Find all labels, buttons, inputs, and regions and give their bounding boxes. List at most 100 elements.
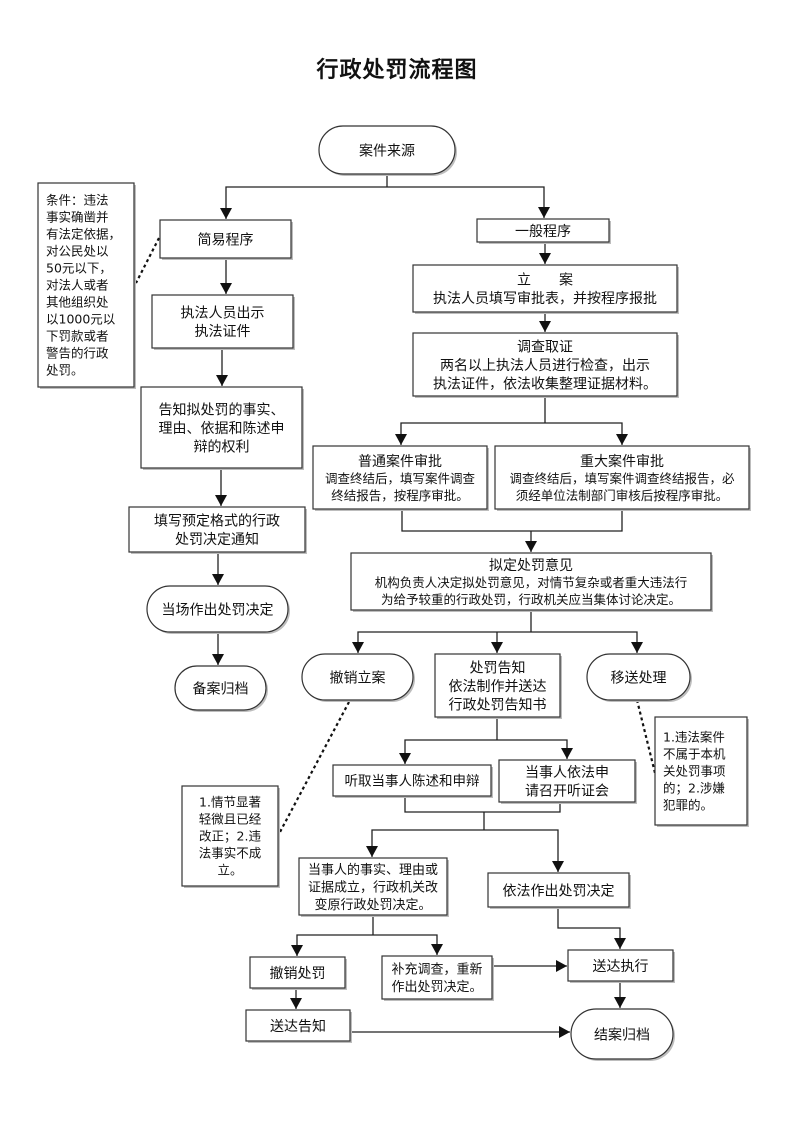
node-heading: 拟定处罚意见 [489,557,573,574]
note-line: 1.违法案件 [663,730,725,745]
node-heading: 当事人的事实、理由或 [308,862,438,878]
node-text: 简易程序 [198,231,254,248]
node-text: 备案归档 [193,680,249,697]
note-line: 轻微且已经 [199,812,262,827]
arrow-down-icon [220,283,232,294]
node-draft-opinion: 拟定处罚意见机构负责人决定拟处罚意见，对情节复杂或者重大违法行为给予较重的行政处… [350,552,713,612]
note-line: 对公民处以 [46,244,109,259]
connectors [135,174,657,1038]
arrow-down-icon [212,654,224,665]
node-text: 作出处罚决定。 [391,980,482,995]
arrow-down-icon [216,375,228,386]
process-box [159,219,292,259]
process-box [128,506,306,553]
process-box [249,956,346,989]
arrow-down-icon [291,945,303,956]
node-text: 当场作出处罚决定 [162,602,274,618]
node-heading: 普通案件审批 [358,453,442,470]
process-box [312,445,488,510]
arrow-down-icon [212,574,224,585]
node-text: 执法人员填写审批表，并按程序报批 [433,291,657,307]
process-box [567,949,674,982]
node-simple-procedure: 简易程序 [159,219,293,260]
node-heading: 重大案件审批 [580,453,664,470]
connector-line [557,907,621,949]
node-text: 辩的权利 [194,439,250,455]
connector-line [371,829,559,872]
node-heading: 当事人依法申 [525,765,609,781]
node-text: 执法证件 [195,324,251,340]
node-text: 撤销处罚 [270,966,326,982]
nodes: 案件来源简易程序一般程序执法人员出示执法证件告知拟处罚的事实、理由、依据和陈述申… [37,125,751,1061]
arrow-down-icon [215,495,227,506]
note-box [654,716,748,826]
arrow-down-icon [539,253,551,264]
note-line: 改正；2.违 [199,829,261,844]
process-box [487,872,630,908]
process-box [151,294,294,349]
arrow-down-icon [631,642,643,653]
note-line: 警告的行政 [46,346,109,361]
arrow-down-icon [552,861,564,872]
node-onsite-decision: 当场作出处罚决定 [146,585,290,634]
node-text: 两名以上执法人员进行检查，出示 [440,358,650,374]
node-text: 须经单位法制部门审核后按程序审批。 [516,488,729,503]
terminal-shape [301,653,414,701]
arrow-down-icon [539,321,551,332]
node-heading: 执法人员出示 [181,306,265,322]
node-text: 移送处理 [611,670,667,686]
page-title: 行政处罚流程图 [316,58,478,83]
node-text: 行政处罚告知书 [449,696,547,713]
node-transfer: 移送处理 [586,653,692,702]
terminal-shape [174,665,267,711]
node-text: 执法证件，依法收集整理证据材料。 [433,375,657,392]
note-box [37,182,135,388]
node-text: 处罚决定通知 [175,531,259,548]
note-line: 不属于本机 [663,747,726,762]
node-text: 理由、依据和陈述申 [159,420,285,437]
arrow-right-icon [556,960,567,972]
node-text: 证据成立，行政机关改 [308,880,438,895]
process-box [245,1009,351,1042]
node-text: 依法作出处罚决定 [503,883,615,899]
arrow-down-icon [399,753,411,764]
note-line: 事实确凿并 [46,210,109,225]
note-line: 其他组织处 [46,295,109,310]
node-deliver-execute: 送达执行 [567,949,675,983]
process-box [476,218,610,243]
arrow-down-icon [220,208,232,219]
node-text: 为给予较重的行政处罚，行政机关应当集体讨论决定。 [381,592,681,607]
process-box [498,759,636,803]
process-box [332,764,492,797]
process-box [140,386,303,469]
terminal-shape [318,125,456,175]
node-text: 变原行政处罚决定。 [314,897,431,913]
node-close-archive: 结案归档 [570,1008,675,1061]
note-connector-dotted [635,699,657,774]
node-text: 终结报告，按程序审批。 [331,488,469,503]
node-heading: 立 案 [517,272,573,289]
arrow-down-icon [616,434,628,445]
note-line: 关处罚事项 [663,764,726,779]
arrow-down-icon [561,748,573,759]
note-line: 有法定依据， [46,227,121,242]
process-box [494,445,750,510]
process-box [412,264,678,313]
node-text: 结案归档 [594,1026,650,1043]
process-box [350,552,712,611]
node-file-archive-simple: 备案归档 [174,665,268,712]
node-text: 调查终结后，填写案件调查 [325,471,476,486]
node-text: 依法制作并送达 [449,679,547,695]
